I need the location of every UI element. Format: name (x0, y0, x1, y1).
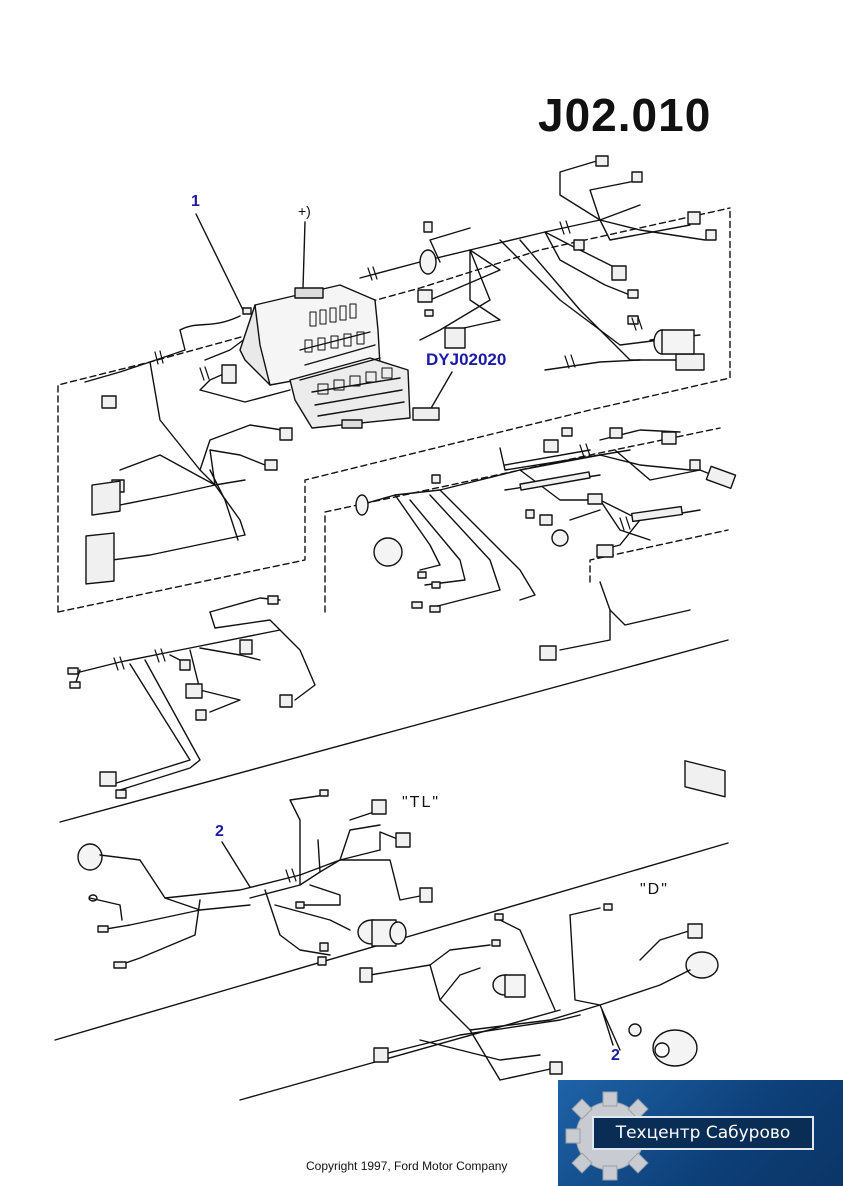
variant-tl-label: "TL" (402, 794, 441, 811)
copyright-text: Copyright 1997, Ford Motor Company (306, 1159, 508, 1173)
engine-harness-d (221, 841, 703, 1081)
cut-marks (113, 220, 643, 883)
page-code: J02.010 (538, 89, 712, 141)
callout-item-2-top: 2 (215, 823, 224, 840)
relay-pointer (412, 371, 453, 421)
logo-label: Техцентр Сабурово (592, 1116, 814, 1150)
upper-harness (54, 159, 731, 1101)
positive-terminal-mark: +) (298, 203, 311, 219)
round-components (77, 249, 719, 1037)
callout-item-1: 1 (191, 193, 200, 210)
callout-item-2-bottom: 2 (611, 1047, 620, 1064)
callout-part-ref: DYJ02020 (426, 350, 507, 369)
engine-harness-tl (88, 789, 433, 969)
fuse-box (195, 213, 411, 429)
connectors (67, 155, 737, 799)
variant-d-label: "D" (640, 881, 669, 898)
